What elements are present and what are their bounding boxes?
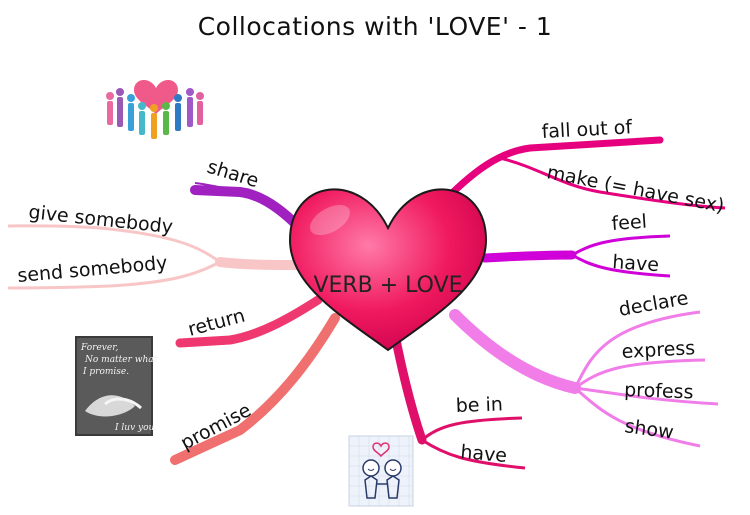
center-label: VERB + LOVE [313,273,462,298]
photo-line-3: I promise. [82,367,129,377]
branch-be-in-have [390,330,427,445]
branch-promise [170,313,340,465]
small-heart-icon [134,79,178,114]
promise-photo: Forever, No matter what I promise. I luv… [75,336,158,436]
label-express: express [621,337,696,363]
branch-give-somebody [7,224,221,264]
center-heart [288,188,488,352]
branch-have-right [571,253,671,278]
label-be-in: be in [455,393,503,417]
branch-profess [574,386,719,406]
label-show: show [623,415,675,444]
label-make: make (= have sex) [545,161,726,217]
photo-line-2: No matter what [84,355,158,365]
branch-somebody [215,257,305,270]
branch-fall-out-of [441,136,664,204]
couple-sketch-image [348,435,414,507]
branch-declare [573,310,701,389]
branch-make [499,156,726,210]
photo-line-1: Forever, [80,343,119,353]
branch-be-in [421,416,523,442]
branch-feel-have [480,250,577,263]
people-row [106,88,204,139]
branch-have-bottom [421,438,526,470]
label-give-somebody: give somebody [27,201,174,238]
photo-line-4: I luv you. [114,423,157,433]
branch-share-underline [194,182,241,193]
label-feel: feel [611,211,648,235]
tiny-heart-icon [372,442,390,458]
branch-feel [571,234,671,257]
branch-send-somebody [7,260,221,290]
heart-highlight [310,204,350,236]
label-have-bottom: have [460,441,508,467]
branch-expression [449,309,581,394]
branch-express [574,358,706,390]
page-title: Collocations with 'LOVE' - 1 [197,12,553,41]
branch-return [175,295,323,348]
people-heart-image [106,79,204,139]
branch-show [574,386,701,448]
label-fall-out-of: fall out of [541,116,634,143]
label-have-right: have [612,251,660,276]
label-profess: profess [624,379,694,403]
